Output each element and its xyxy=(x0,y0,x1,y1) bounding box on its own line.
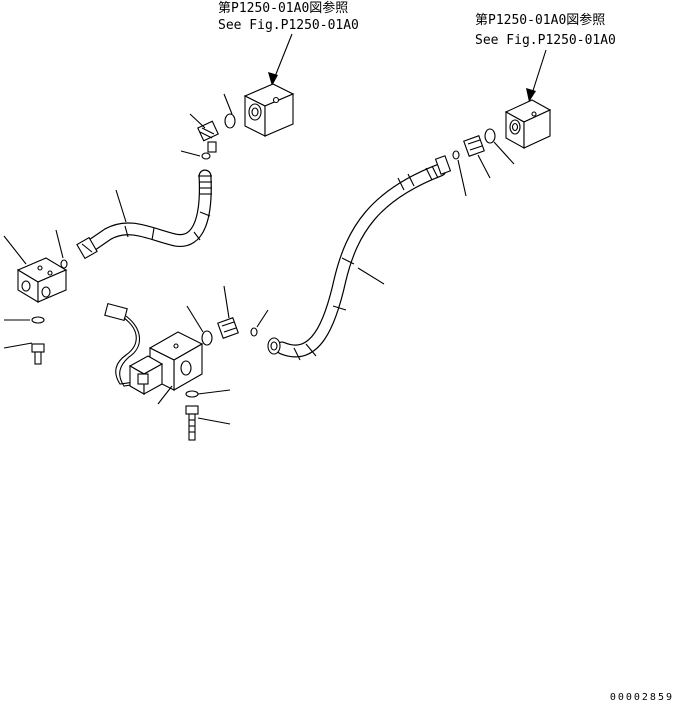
leader-fitting-right xyxy=(477,154,491,179)
leader-o-ring-right xyxy=(493,141,515,165)
leader-bolt-center xyxy=(197,417,231,425)
leader-o-ring-right-small xyxy=(457,159,467,197)
hose-left-end-fitting xyxy=(76,236,98,260)
o-ring-right-small xyxy=(452,150,460,160)
straight-fitting-right xyxy=(463,135,485,157)
leader-o-ring-center-small xyxy=(256,309,269,328)
leader-o-ring-upper xyxy=(223,93,233,115)
valve-block-right xyxy=(504,99,552,149)
solenoid-coil xyxy=(128,355,164,395)
leader-solenoid xyxy=(157,385,173,405)
o-ring-right xyxy=(484,128,496,144)
leader-elbow-upper xyxy=(189,113,206,129)
reference-callout-2: 第P1250-01A0図参照 See Fig.P1250-01A0 xyxy=(475,12,616,102)
o-ring-center-small xyxy=(250,327,258,337)
bolt-center xyxy=(185,405,199,441)
o-ring-center xyxy=(201,330,213,346)
reference-2-en: See Fig.P1250-01A0 xyxy=(475,33,616,48)
reference-callout-1: 第P1250-01A0図参照 See Fig.P1250-01A0 xyxy=(218,0,359,86)
hose-right-end-fitting-lower xyxy=(267,337,281,355)
leader-hose-left xyxy=(115,189,127,223)
o-ring-upper xyxy=(224,113,236,129)
straight-fitting-center xyxy=(217,317,239,339)
leader-valve-block-left xyxy=(3,235,27,265)
leader-bolt-left xyxy=(3,342,33,349)
reference-2-arrowhead xyxy=(526,88,536,102)
washer-left xyxy=(31,316,45,324)
drawing-code: 00002859 xyxy=(610,692,674,703)
reference-1-en: See Fig.P1250-01A0 xyxy=(218,18,359,33)
elbow-fitting-upper xyxy=(197,120,219,153)
leader-o-ring-upper-small xyxy=(180,150,201,157)
leader-o-ring-left xyxy=(55,229,64,259)
valve-block-upper-center xyxy=(243,83,295,137)
hose-right-end-fitting-upper xyxy=(434,155,452,175)
hose-right xyxy=(275,163,447,361)
reference-1-jp: 第P1250-01A0図参照 xyxy=(218,0,348,16)
reference-1-arrowhead xyxy=(268,72,278,86)
hose-left xyxy=(85,169,212,252)
o-ring-left xyxy=(60,259,68,269)
leader-fitting-center xyxy=(223,285,230,319)
washer-center xyxy=(185,390,199,398)
bolt-left xyxy=(31,343,45,365)
solenoid-connector xyxy=(104,302,141,387)
o-ring-upper-small xyxy=(201,152,211,160)
leader-hose-right xyxy=(357,267,385,285)
reference-2-jp: 第P1250-01A0図参照 xyxy=(475,12,605,28)
valve-block-left xyxy=(16,257,68,303)
leader-washer-center xyxy=(197,389,231,395)
leader-o-ring-center xyxy=(186,305,204,333)
